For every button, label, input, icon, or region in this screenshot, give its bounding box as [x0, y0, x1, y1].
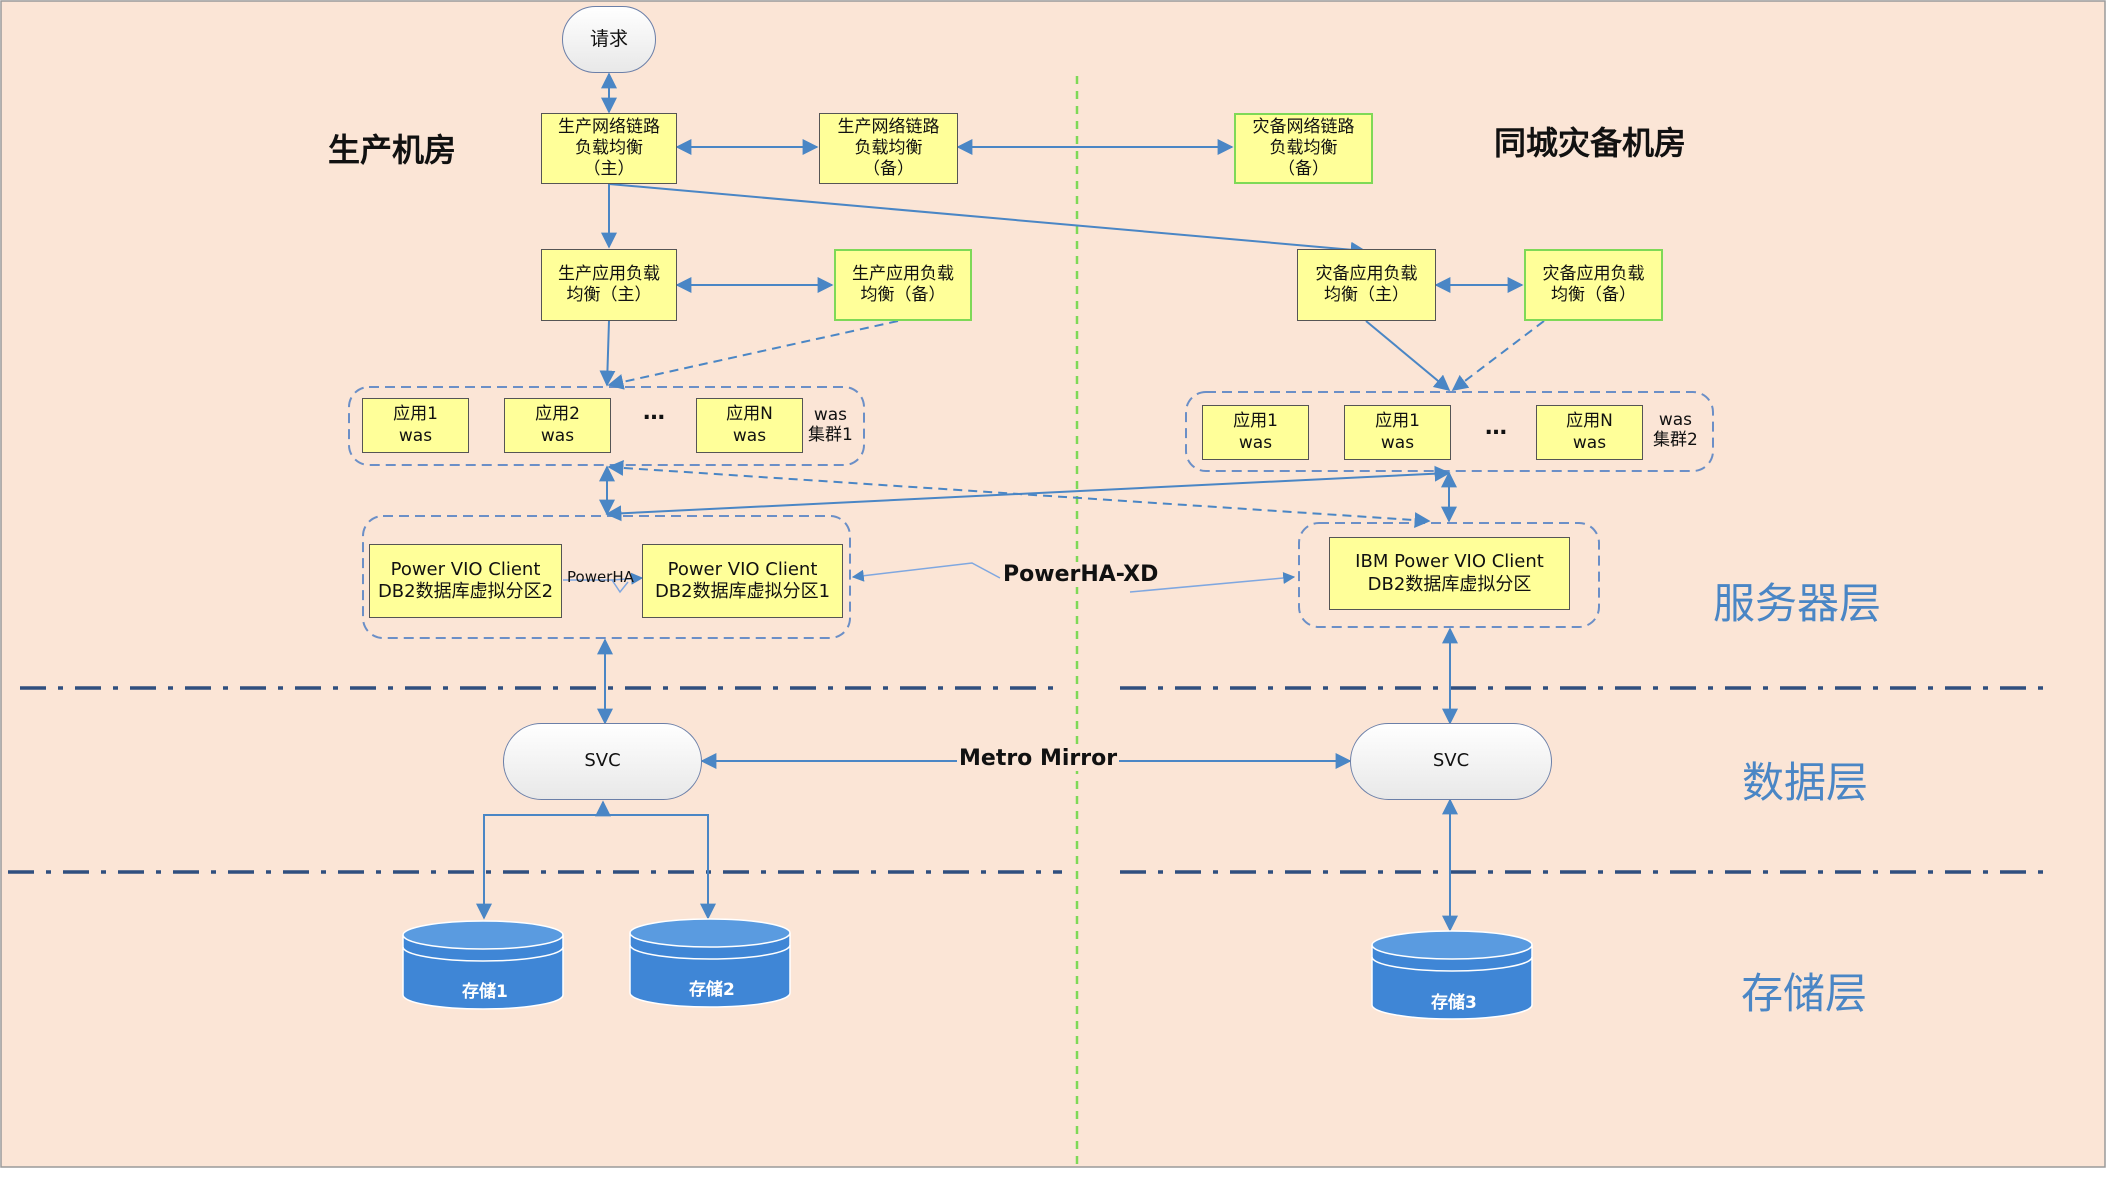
prod-app-lb-main: 生产应用负载 均衡（主） [541, 249, 677, 321]
dr-vio-client-partition: IBM Power VIO Client DB2数据库虚拟分区 [1329, 537, 1570, 610]
cluster1-app-2: 应用2 was [504, 398, 611, 453]
dr-app-lb-to-cluster2-arrow [1365, 320, 1451, 392]
prod-vio-client-partition1: Power VIO Client DB2数据库虚拟分区1 [642, 544, 843, 618]
prod-vio-container [362, 515, 851, 639]
prod-svc-node: SVC [503, 723, 702, 800]
disaster-room-title: 同城灾备机房 [1494, 124, 1687, 162]
cluster2-app-n: 应用N was [1536, 405, 1643, 460]
prod-app-lb-backup: 生产应用负载 均衡（备） [834, 249, 972, 321]
storage3-label: 存储3 [1431, 993, 1477, 1013]
net-lb-to-dr-app-lb-arrow [608, 183, 1367, 258]
app-lb-backup-dashed-arrow [607, 320, 899, 390]
cluster2-container [1185, 391, 1714, 472]
powerha-xd-label: PowerHA-XD [1001, 562, 1161, 587]
cluster2-ellipsis: … [1485, 415, 1507, 440]
storage1-cylinder [402, 920, 564, 1010]
storage2-label: 存储2 [689, 980, 735, 1000]
layer-dividers [8, 686, 2055, 874]
powerha-kink [611, 579, 629, 594]
dr-vio-container [1298, 522, 1600, 628]
cluster1-to-dr-vio-dashed-arrow [607, 459, 1431, 529]
storage3-cylinder [1371, 930, 1533, 1020]
storage2-cylinder [629, 918, 791, 1008]
production-room-title: 生产机房 [328, 131, 457, 169]
cluster2-app-1: 应用1 was [1202, 405, 1309, 460]
dr-app-lb-main: 灾备应用负载 均衡（主） [1297, 249, 1436, 321]
storage-cylinders [402, 918, 1533, 1020]
cluster1-label: was 集群1 [808, 405, 853, 446]
powerha-xd-left-arrow [851, 562, 1001, 582]
app-lb-to-cluster1-arrow [599, 320, 616, 387]
dr-network-lb-backup: 灾备网络链路 负载均衡 （备） [1234, 113, 1373, 184]
data-layer-label: 数据层 [1742, 758, 1869, 807]
cluster2-label: was 集群2 [1653, 410, 1698, 451]
server-layer-label: 服务器层 [1713, 579, 1882, 628]
cluster1-app-1: 应用1 was [362, 398, 469, 453]
request-node: 请求 [562, 6, 656, 73]
dr-app-lb-backup-dashed-arrow [1451, 320, 1545, 391]
prod-network-lb-main: 生产网络链路 负载均衡 （主） [541, 113, 677, 184]
prod-vio-client-partition2: Power VIO Client DB2数据库虚拟分区2 [369, 544, 562, 618]
powerha-label: PowerHA [567, 568, 634, 586]
metro-mirror-label: Metro Mirror [957, 746, 1120, 771]
dr-svc-node: SVC [1350, 723, 1552, 800]
cluster1-ellipsis: … [643, 400, 665, 425]
storage-layer-label: 存储层 [1741, 969, 1868, 1018]
prod-network-lb-backup: 生产网络链路 负载均衡 （备） [819, 113, 958, 184]
storage1-label: 存储1 [462, 982, 508, 1002]
powerha-xd-right-arrow [1129, 572, 1296, 593]
cluster2-app-1b: 应用1 was [1344, 405, 1451, 460]
dr-app-lb-backup: 灾备应用负载 均衡（备） [1524, 249, 1663, 321]
cluster1-app-n: 应用N was [696, 398, 803, 453]
